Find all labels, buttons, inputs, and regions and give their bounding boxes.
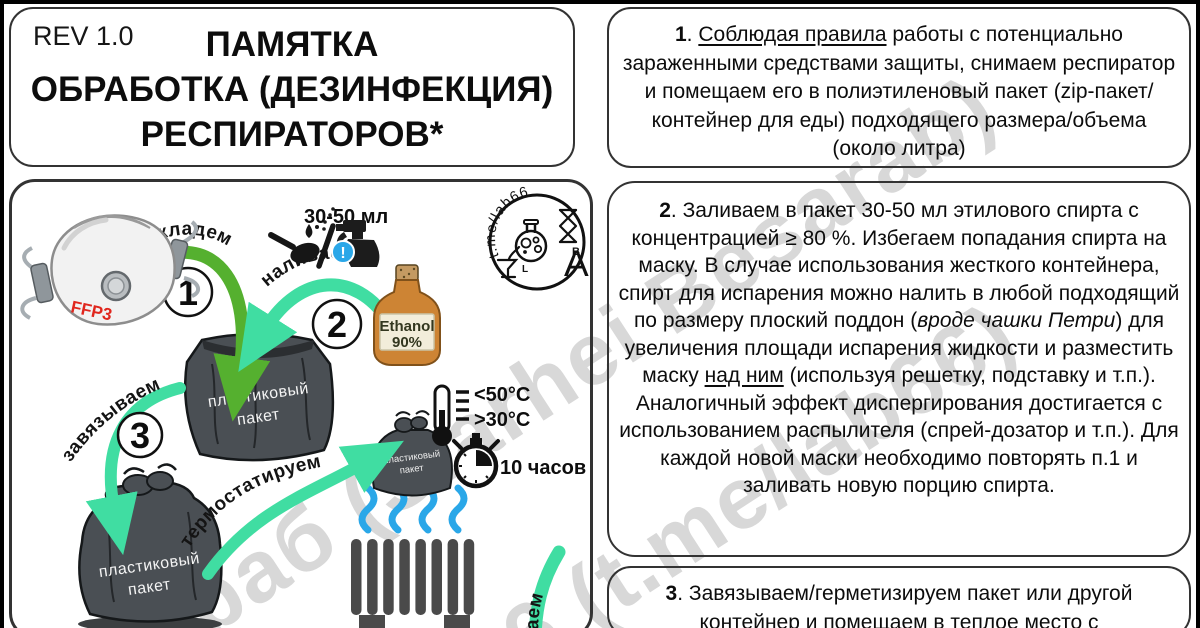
step-3-number: 3 (665, 582, 678, 605)
step-1-underlined: Соблюдая правила (698, 23, 887, 46)
process-diagram-box: пластиковый пакет пластиковый пакет (9, 179, 593, 628)
ethanol-bottle-icon: Ethanol 90% (373, 264, 441, 366)
title-line-3: РЕСПИРАТОРОВ* (140, 115, 444, 154)
instruction-step-1-box: 1. Соблюдая правила работы с потенциальн… (607, 7, 1191, 168)
arrow-step2 (238, 278, 395, 372)
spoon-icon (268, 224, 320, 264)
title-line-2: ОБРАБОТКА (ДЕЗИНФЕКЦИЯ) (30, 70, 554, 109)
step-2-underlined: над ним (704, 364, 784, 387)
flask-icon (514, 219, 548, 263)
svg-text:2: 2 (327, 304, 347, 345)
instruction-step-2-text: 2. Заливаем в пакет 30-50 мл этилового с… (618, 199, 1180, 497)
lab66-logo: t.me/lab66 B (483, 184, 589, 291)
svg-text:3: 3 (130, 415, 150, 456)
bottle-label-line2: 90% (392, 334, 422, 351)
plastic-bag-tied: пластиковый пакет (78, 463, 223, 628)
temperature-max: <50°C (474, 384, 530, 406)
instruction-step-3-box: 3. Завязываем/герметизируем пакет или др… (607, 566, 1191, 628)
logo-letter-b: B (572, 246, 580, 258)
bag2-label-line2: пакет (127, 576, 172, 599)
instruction-step-3-text: 3. Завязываем/герметизируем пакет или др… (665, 582, 1133, 628)
process-diagram: пластиковый пакет пластиковый пакет (20, 184, 589, 628)
spray-warning-badge: ! (331, 240, 355, 264)
instruction-step-2-box: 2. Заливаем в пакет 30-50 мл этилового с… (607, 181, 1191, 557)
title-line-1: ПАМЯТКА (205, 25, 379, 64)
title-box: REV 1.0 ПАМЯТКА ОБРАБОТКА (ДЕЗИНФЕКЦИЯ) … (9, 7, 575, 167)
step-badge-2: 2 (311, 298, 363, 350)
dna-icon (558, 208, 578, 244)
logo-letter-a: A (564, 243, 589, 284)
temperature-min: >30°C (474, 409, 530, 431)
arrow-step4 (202, 440, 404, 580)
plastic-bag-open: пластиковый пакет (183, 332, 335, 462)
svg-text:ваем: ваем (522, 590, 548, 628)
bag-small-label-line2: пакет (399, 463, 425, 477)
respirator-icon: FFP3 (20, 214, 201, 326)
step-badge-1: 1 (162, 266, 214, 318)
arrow-step5-partial (528, 545, 566, 628)
bottle-label-line1: Ethanol (380, 318, 435, 335)
step-2-italic: вроде чашки Петри (917, 309, 1116, 332)
thermometer-icon (432, 384, 469, 446)
duration-label: 10 часов (500, 457, 586, 479)
stopwatch-icon (452, 433, 500, 489)
warning-exclamation: ! (340, 245, 345, 262)
step-1-number: 1 (674, 23, 687, 46)
logo-letter-l: L (522, 264, 528, 275)
instruction-step-1-text: 1. Соблюдая правила работы с потенциальн… (622, 23, 1176, 161)
revision-label: REV 1.0 (33, 21, 134, 51)
step-badge-3: 3 (116, 411, 164, 459)
step-2-number: 2 (659, 199, 671, 222)
radiator-icon (351, 539, 475, 628)
spray-bottle-icon (322, 207, 380, 267)
page-title: ПАМЯТКА ОБРАБОТКА (ДЕЗИНФЕКЦИЯ) РЕСПИРАТ… (11, 9, 573, 157)
arrow-label-partial: ваем (522, 590, 547, 628)
slash-divider (316, 223, 336, 269)
glass-icon (496, 245, 521, 279)
